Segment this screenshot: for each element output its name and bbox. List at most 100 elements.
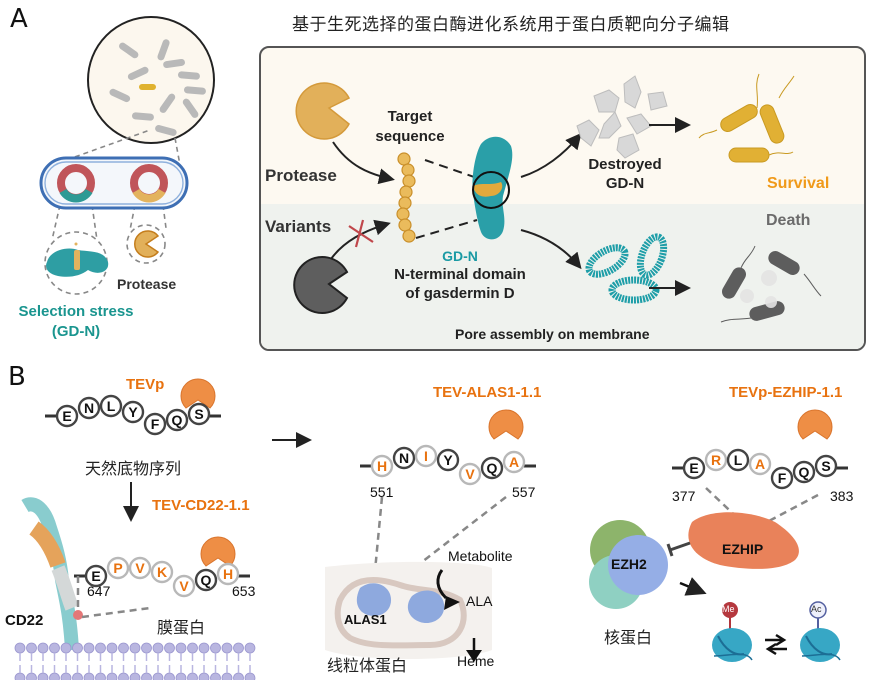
membrane-protein-caption: 膜蛋白 [157, 618, 206, 637]
bacteria-population-circle [87, 16, 215, 144]
lipid-head [129, 642, 141, 654]
mechanism-diagram [293, 73, 822, 323]
gdn-label: GD-N [442, 248, 478, 264]
alas1-end-number: 557 [512, 484, 536, 500]
nuclear-protein-caption: 核蛋白 [604, 628, 653, 647]
residue-letter: I [424, 448, 428, 464]
alas1-protein-icon [356, 583, 445, 624]
residue-bead [165, 408, 189, 432]
alas1-enzyme-label: TEV-ALAS1-1.1 [433, 384, 542, 401]
residue-letter: E [62, 408, 71, 424]
lipid-head [198, 642, 210, 654]
lipid-head [233, 672, 244, 680]
residue-bead [370, 454, 394, 478]
residue-bead [726, 448, 750, 472]
residue-letter: Q [487, 460, 498, 476]
lipid-head [26, 672, 37, 680]
nucleosome-icon [712, 602, 753, 662]
lipid-head [164, 642, 175, 654]
residue-bead [77, 396, 101, 420]
residue-letter: Q [201, 572, 212, 588]
equilibrium-arrows-icon [765, 633, 787, 656]
lipid-head [14, 672, 26, 680]
lipid-head [60, 642, 72, 654]
lipid-head [141, 672, 152, 680]
cd22-start-number: 647 [87, 583, 111, 599]
cd22-enzyme-label: TEV-CD22-1.1 [152, 497, 250, 514]
tevp-enzyme-icon [180, 378, 216, 409]
cell-schematic [39, 16, 215, 295]
residue-letter: V [465, 466, 475, 482]
tevp-label: TEVp [126, 376, 165, 393]
selected-bacterium [139, 84, 156, 90]
residue-bead [106, 556, 130, 580]
death-label: Death [766, 212, 811, 229]
ezh2-protein-label: EZH2 [611, 556, 647, 572]
residue-bead [172, 574, 196, 598]
residue-letter: F [151, 416, 160, 432]
residue-bead [770, 466, 794, 490]
left-protease-label: Protease [117, 276, 177, 292]
lipid-head [233, 642, 244, 654]
lipid-head [60, 672, 72, 680]
cd22-protein-label: CD22 [5, 612, 44, 629]
lipid-head [244, 672, 256, 680]
lipid-head [72, 642, 83, 654]
residue-letter: L [107, 398, 116, 414]
ezhip-start-number: 377 [672, 488, 696, 504]
lipid-head [95, 642, 106, 654]
lipid-head [198, 672, 210, 680]
cd22-structure-icon [21, 497, 83, 651]
heme-label: Heme [457, 653, 495, 669]
residue-bead [792, 460, 816, 484]
residue-letter: E [689, 460, 698, 476]
lipid-head [14, 642, 26, 654]
target-sequence-label-2: sequence [375, 128, 445, 145]
residue-letter: A [509, 454, 519, 470]
dead-bacteria-icon [722, 251, 800, 321]
nucleosome-acetylated-icon [800, 601, 841, 662]
lipid-head [175, 642, 187, 654]
bacteria-population [109, 39, 206, 136]
cd22-enzyme-icon [200, 536, 236, 567]
lipid-head [83, 642, 95, 654]
mitochondrial-protein-caption: 线粒体蛋白 [327, 656, 408, 675]
lipid-head [221, 642, 233, 654]
destroyed-label-1: Destroyed [588, 156, 662, 173]
panel-b-letter: B [8, 362, 26, 392]
lipid-head [49, 672, 60, 680]
lipid-head [49, 642, 60, 654]
residue-bead [150, 560, 174, 584]
survival-label: Survival [767, 175, 830, 192]
ezhip-enzyme-label: TEVp-EZHIP-1.1 [729, 384, 843, 401]
lipid-head [129, 672, 141, 680]
lipid-head [26, 642, 37, 654]
protease-icon [134, 230, 160, 258]
lipid-head [175, 672, 187, 680]
target-sequence-label: Target [387, 108, 433, 125]
mechanism-box [259, 46, 866, 351]
lipid-head [164, 672, 175, 680]
lipid-head [83, 672, 95, 680]
lipid-head [37, 642, 49, 654]
residue-letter: H [223, 566, 233, 582]
destroyed-fragments-icon [576, 75, 668, 159]
acetyl-mark-label: Ac [811, 604, 822, 614]
residue-letter: N [399, 450, 409, 466]
residue-bead [814, 454, 838, 478]
lipid-head [152, 672, 164, 680]
cd22-end-number: 653 [232, 583, 256, 599]
alas1-protein-label: ALAS1 [344, 612, 387, 627]
residue-letter: Q [799, 464, 810, 480]
lipid-head [37, 672, 49, 680]
target-sequence-beads [396, 152, 416, 243]
residue-bead [502, 450, 526, 474]
residue-letter: Y [443, 452, 453, 468]
ezhip-enzyme-icon [797, 409, 833, 440]
residue-bead [55, 404, 79, 428]
cleavage-site-circle [472, 171, 510, 209]
ezhip-protein-icon [688, 512, 799, 569]
selection-stress-label: Selection stress [18, 303, 134, 320]
